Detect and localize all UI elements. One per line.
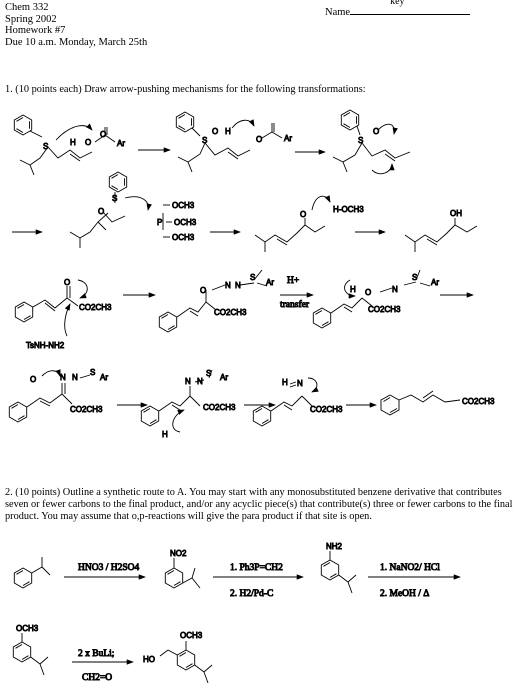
row1-sulfonium (175, 111, 283, 173)
o-label-5: O (300, 210, 306, 219)
row4-hydrazone (8, 369, 91, 423)
h-label-2: H (225, 127, 231, 136)
ar-label-3: Ar (266, 278, 274, 287)
question-1-prompt: 1. (10 points each) Draw arrow-pushing m… (5, 84, 366, 95)
o-label-2: O (212, 127, 218, 136)
tsnhnh2-label: TsNH-NH2 (26, 341, 65, 350)
h-plus-label: H+ (287, 276, 299, 286)
name-field: Name key (325, 0, 471, 18)
row2-alkoxide (254, 195, 331, 252)
sulfur-label-2: S (202, 136, 207, 145)
row3-ketoester (14, 279, 88, 337)
ome-label-3: OCH3 (172, 233, 195, 242)
o-label-4: O (98, 207, 104, 216)
h-och3-label: H-OCH3 (333, 205, 364, 214)
q2-target-a (159, 641, 213, 684)
row4-diazene-anion (140, 369, 213, 433)
sulfur-label-6: S (412, 273, 417, 282)
reagent-step3a: 1. NaNO2/ HCl (380, 563, 440, 573)
no2-label: NO2 (170, 549, 187, 558)
co2ch3-label-4: CO2CH3 (70, 405, 103, 414)
h-label-1: H (70, 138, 76, 147)
n-label-8: N (297, 379, 303, 388)
row3-protonated (312, 269, 431, 329)
h-label-3: H (350, 285, 356, 294)
name-line: key (350, 0, 471, 15)
sulfur-label-4: S (112, 194, 117, 203)
assignment-label: Homework #7 (5, 25, 66, 36)
phosphorus-label: P (157, 218, 162, 227)
reagent-step1: HNO3 / H2SO4 (78, 563, 139, 573)
reagent-step3b: 2. MeOH / Δ (380, 589, 429, 599)
sulfur-label-3: S (358, 136, 363, 145)
ome-label-2: OCH3 (174, 218, 197, 227)
o-label-7: O (200, 286, 206, 295)
n-label-1: N (225, 281, 231, 290)
co2ch3-label-2: CO2CH3 (214, 308, 247, 317)
nh2-label: NH2 (326, 542, 343, 551)
n-label-5: N (72, 373, 78, 382)
n-label-7: N (197, 377, 203, 386)
och3-label-2: OCH3 (180, 631, 203, 640)
q2-isopropylaniline (320, 551, 357, 594)
question-2-prompt: 2. (10 points) Outline a synthetic route… (5, 487, 513, 522)
course-label: Chem 332 (5, 2, 49, 13)
ar-label-4: Ar (431, 278, 439, 287)
co2ch3-label-3: CO2CH3 (368, 305, 401, 314)
o-label-6: O (64, 278, 70, 287)
o-label-9: O (30, 375, 36, 384)
header-block: Chem 332 Spring 2002 Homework #7 Due 10 … (5, 2, 147, 48)
o-label-3: O (373, 127, 379, 136)
co2ch3-label-7: CO2CH3 (462, 397, 495, 406)
co2ch3-label-5: CO2CH3 (203, 403, 236, 412)
q2-acetophenone (13, 557, 51, 589)
name-value: key (390, 0, 405, 7)
ome-label-1: OCH3 (172, 201, 195, 210)
h-label-5: H (282, 378, 288, 387)
oh-label: OH (450, 209, 462, 218)
reagent-step2a: 1. Ph3P=CH2 (230, 563, 283, 573)
row1-sulfoxide-start (13, 114, 93, 176)
q2-methoxycumene (12, 633, 49, 676)
sulfur-label-7: S (90, 368, 95, 377)
row1-rearrangement (332, 109, 411, 175)
reagent-step4a: 2 x BuLi; (78, 649, 114, 659)
n-label-2: N (235, 281, 241, 290)
reagent-step4b: CH2=O (82, 673, 112, 683)
q2-nitroacetophenone (164, 558, 201, 589)
n-label-3: N (392, 285, 398, 294)
o-label-2b: O (256, 135, 262, 144)
due-date-label: Due 10 a.m. Monday, March 25th (5, 36, 148, 48)
o-label-1b: O (100, 130, 106, 139)
row3-tetrahedral (158, 269, 268, 333)
reagent-step2b: 2. H2/Pd-C (230, 589, 273, 599)
ar-label-5: Ar (100, 373, 108, 382)
row2-allylic-alcohol (404, 218, 478, 252)
o-label-1: O (85, 138, 91, 147)
ar-label-2: Ar (284, 134, 292, 143)
co2ch3-label-1: CO2CH3 (79, 303, 112, 312)
row4-product-ester (380, 390, 461, 416)
och3-label-1: OCH3 (16, 624, 39, 633)
n-label-6: N (185, 377, 191, 386)
ho-label: HO (143, 655, 155, 664)
h-label-4: H (162, 430, 168, 439)
ar-label-1: Ar (117, 139, 125, 148)
n-label-4: N (60, 373, 66, 382)
row4-diazene (252, 377, 319, 427)
sulfur-label-8: S (206, 369, 211, 378)
sulfur-label-5: S (250, 273, 255, 282)
sulfur-label-1: S (43, 142, 48, 151)
term-label: Spring 2002 (5, 13, 57, 25)
ar-label-6: Ar (220, 373, 228, 382)
name-label: Name (325, 7, 351, 18)
transfer-label: transfer (280, 299, 310, 310)
o-label-8: O (365, 288, 371, 297)
row2-sulfenate (69, 171, 172, 248)
co2ch3-label-6: CO2CH3 (310, 405, 343, 414)
